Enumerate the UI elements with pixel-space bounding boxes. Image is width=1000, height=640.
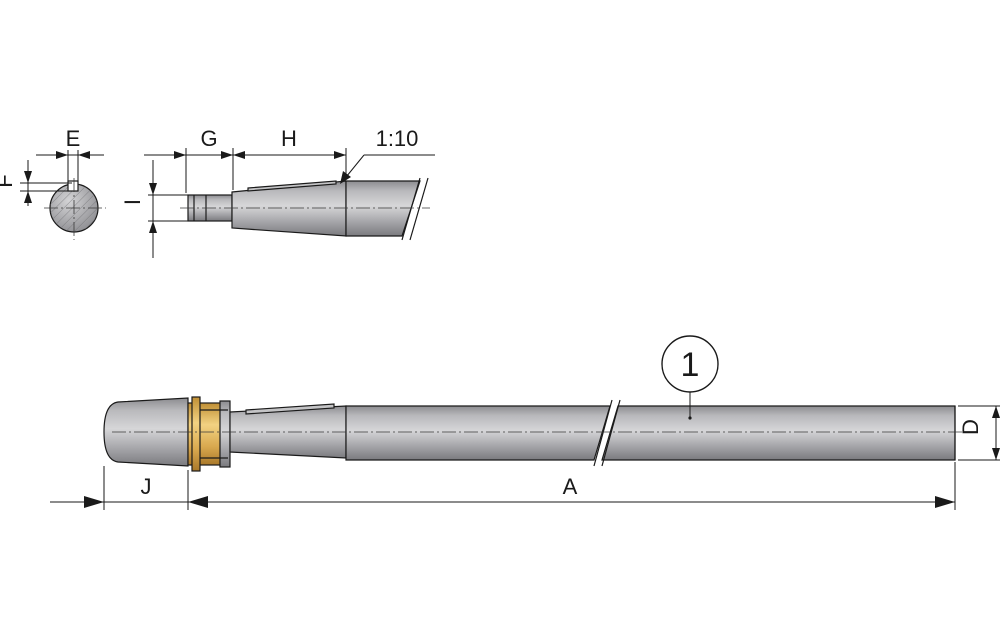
taper-ratio-label: 1:10: [376, 126, 419, 151]
shaft-assembly: 1 D J A: [50, 335, 1000, 510]
main-shaft-key: [245, 403, 335, 415]
keyway-slot: [67, 180, 79, 192]
dimension-label-I: I: [120, 199, 145, 205]
dimension-label-A: A: [563, 474, 578, 499]
dimension-label-J: J: [141, 474, 152, 499]
shaft-end-detail: G H 1:10 I: [120, 126, 435, 258]
cross-section-detail: E F: [0, 126, 106, 240]
dimension-label-D: D: [958, 419, 983, 435]
dimension-label-E: E: [66, 126, 81, 151]
shaft-body: [345, 405, 611, 461]
shaft-key: [247, 180, 337, 192]
dimension-label-F: F: [0, 174, 17, 187]
dimension-label-G: G: [200, 126, 217, 151]
item-callout-number: 1: [681, 346, 700, 384]
dimension-label-H: H: [281, 126, 297, 151]
